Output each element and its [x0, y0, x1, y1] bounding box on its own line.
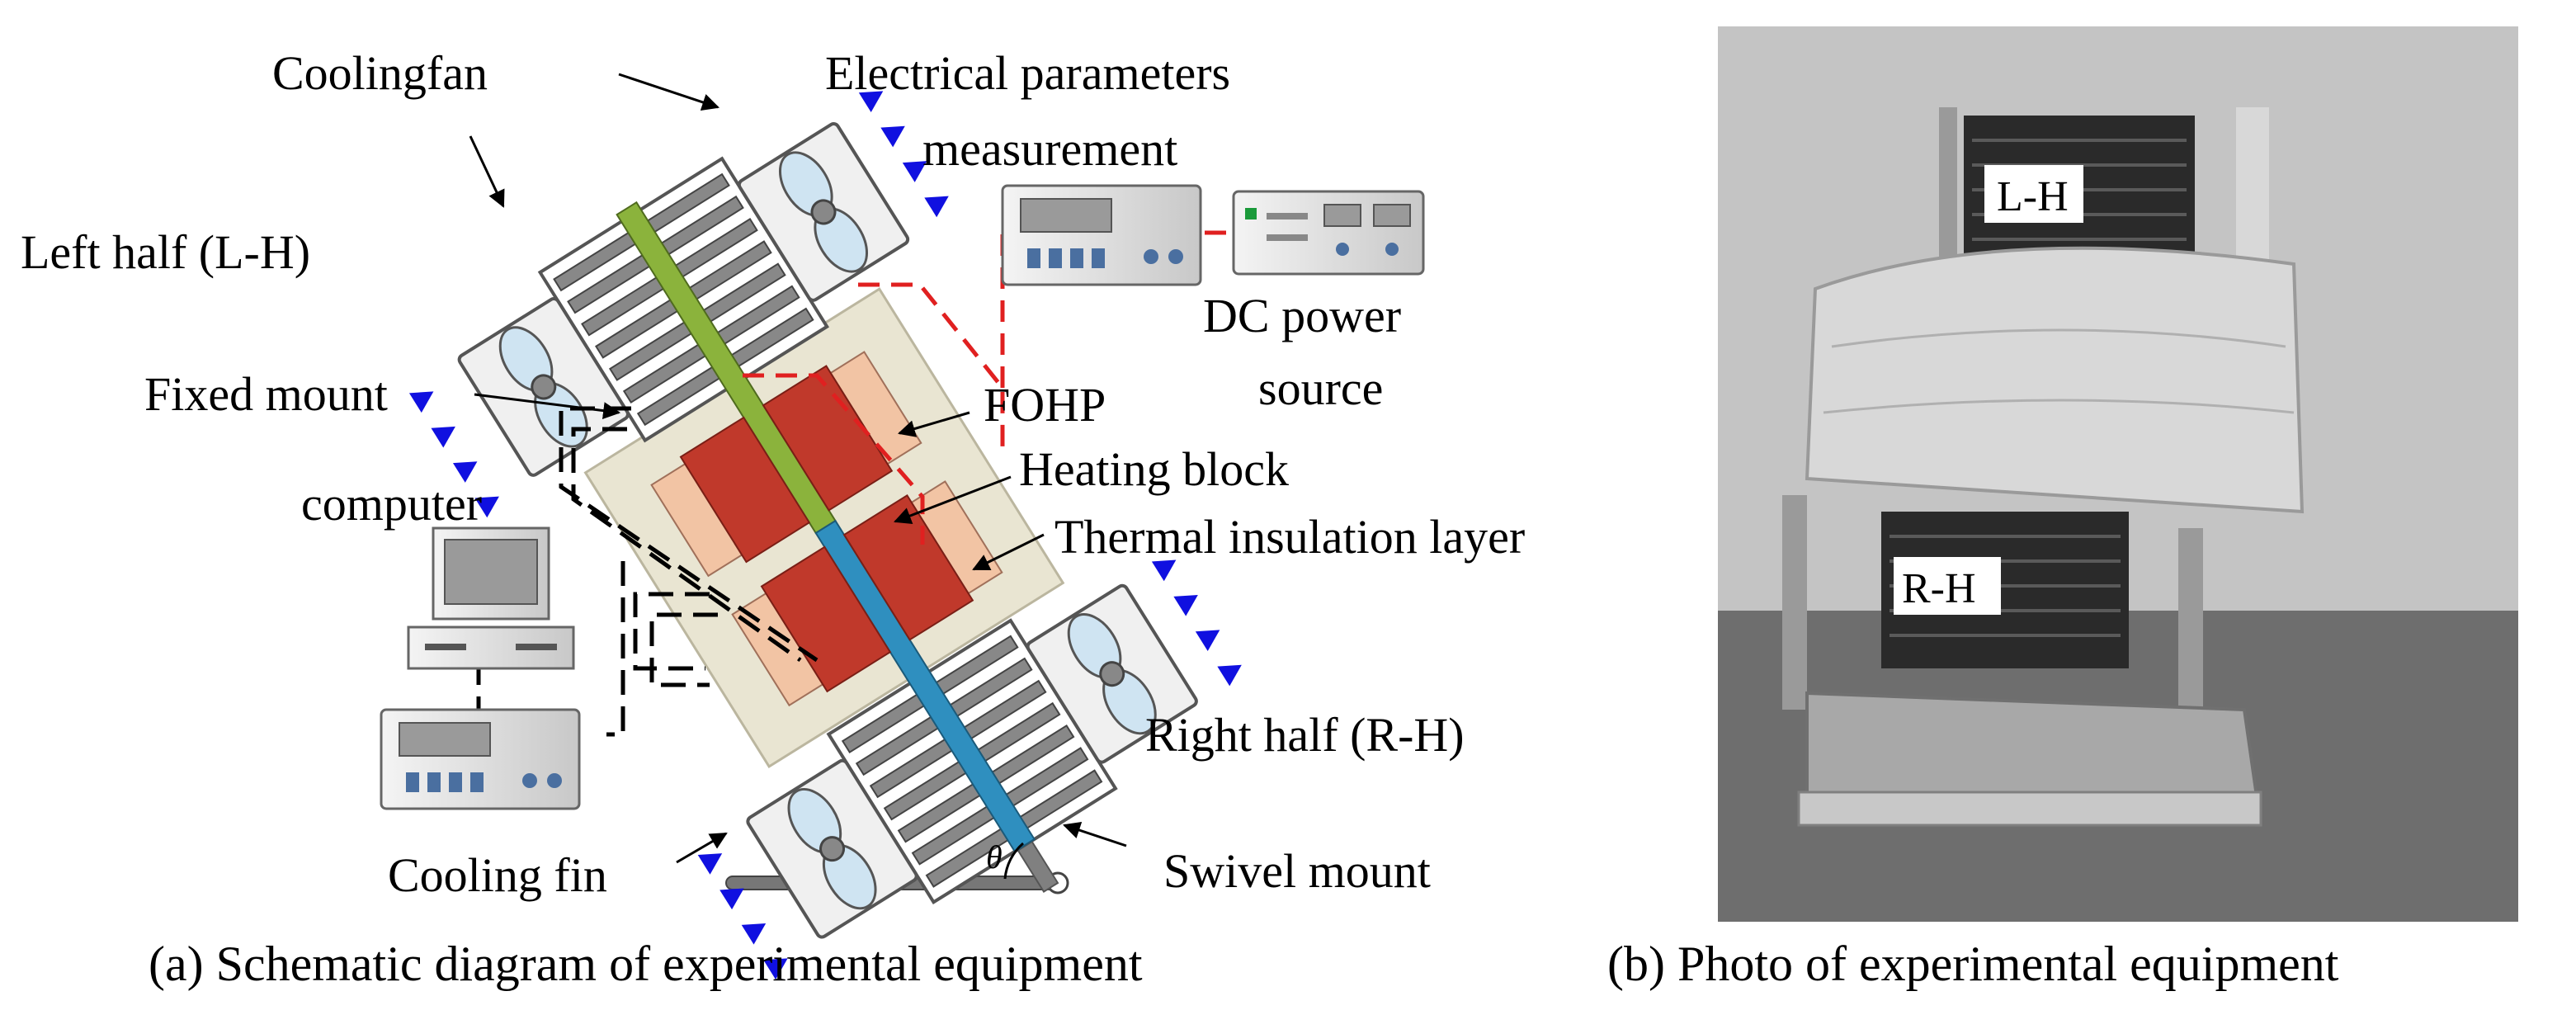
label-dc-line2: source — [1258, 361, 1383, 415]
photo-rh-box — [1894, 557, 2001, 615]
photo-lh-box — [1984, 165, 2083, 223]
label-fohp: FOHP — [984, 378, 1106, 432]
heating-block-lower — [760, 545, 892, 693]
label-cooling-fin: Cooling fin — [388, 848, 607, 902]
caption-b: (b) Photo of experimental equipment — [1607, 937, 2339, 991]
dc-power-source — [1232, 190, 1425, 276]
photo-base-bottom — [1797, 791, 2262, 827]
label-computer: computer — [301, 477, 482, 531]
caption-a: (a) Schematic diagram of experimental eq… — [149, 937, 1143, 991]
signal-wiring — [476, 406, 819, 737]
label-right-half: Right half (R-H) — [1145, 708, 1465, 762]
data-logger-instrument — [380, 708, 581, 810]
equipment-photo: L-H R-H (b) Photo of experimental equipm… — [1607, 26, 2518, 991]
heating-block-upper — [679, 416, 811, 564]
angle-arc — [1003, 842, 1024, 880]
schematic-diagram: θ Coolingfan Electrical parameters measu… — [21, 46, 1525, 991]
angle-theta-label: θ — [986, 838, 1003, 876]
label-electrical-line2: measurement — [922, 122, 1177, 176]
heating-block-lower-r — [842, 494, 974, 641]
photo-label-lh: L-H — [1997, 173, 2069, 220]
label-heating-block: Heating block — [1019, 442, 1289, 496]
heat-pipe-lower — [814, 519, 1036, 853]
label-cooling-fan: Coolingfan — [272, 46, 488, 100]
label-fixed-mount: Fixed mount — [144, 367, 388, 421]
electrical-measurement-instrument — [1001, 184, 1202, 286]
heating-block-upper-r — [762, 365, 894, 512]
leader-lines — [469, 73, 1127, 864]
label-dc-line1: DC power — [1203, 289, 1401, 342]
label-swivel-mount: Swivel mount — [1163, 844, 1431, 898]
photo-lower-frame-r — [2178, 528, 2203, 718]
photo-lower-frame — [1782, 495, 1807, 710]
photo-insulation-wrap — [1805, 246, 2305, 514]
tilted-assembly — [408, 81, 1248, 979]
computer-icon — [407, 526, 575, 670]
photo-label-rh: R-H — [1902, 565, 1976, 612]
label-electrical-line1: Electrical parameters — [825, 46, 1230, 100]
label-thermal-insulation: Thermal insulation layer — [1054, 510, 1525, 564]
label-left-half: Left half (L-H) — [21, 225, 310, 279]
